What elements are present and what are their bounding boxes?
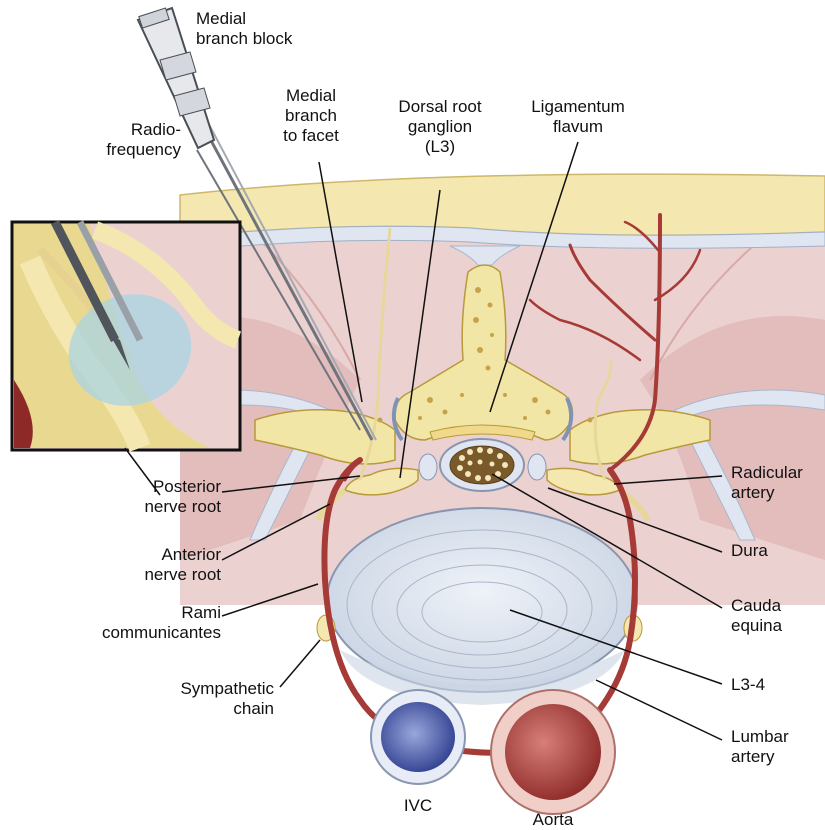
label-sympathetic-chain: Sympathetic chain [180,679,274,719]
label-radicular-artery: Radicular artery [731,463,803,503]
intervertebral-disc [327,508,637,692]
label-dura: Dura [731,541,768,561]
label-posterior-nerve-root: Posterior nerve root [144,477,221,517]
label-medial-branch-to-facet: Medial branch to facet [283,86,339,146]
label-radiofrequency: Radio- frequency [106,120,181,160]
label-l3-4: L3-4 [731,675,765,695]
label-aorta: Aorta [533,810,574,830]
fat-layer [180,174,825,238]
label-ivc: IVC [404,796,432,816]
label-medial-branch-block: Medial branch block [196,9,292,49]
root-sleeve-right [528,454,546,480]
root-sleeve-left [419,454,437,480]
label-cauda-equina: Cauda equina [731,596,782,636]
aorta-lumen [505,704,601,800]
label-lumbar-artery: Lumbar artery [731,727,789,767]
label-dorsal-root-ganglion: Dorsal root ganglion (L3) [398,97,481,157]
label-ligamentum-flavum: Ligamentum flavum [531,97,625,137]
label-rami-communicantes: Rami communicantes [102,603,221,643]
ivc-lumen [381,702,455,772]
label-anterior-nerve-root: Anterior nerve root [144,545,221,585]
needle-inset [12,222,240,450]
